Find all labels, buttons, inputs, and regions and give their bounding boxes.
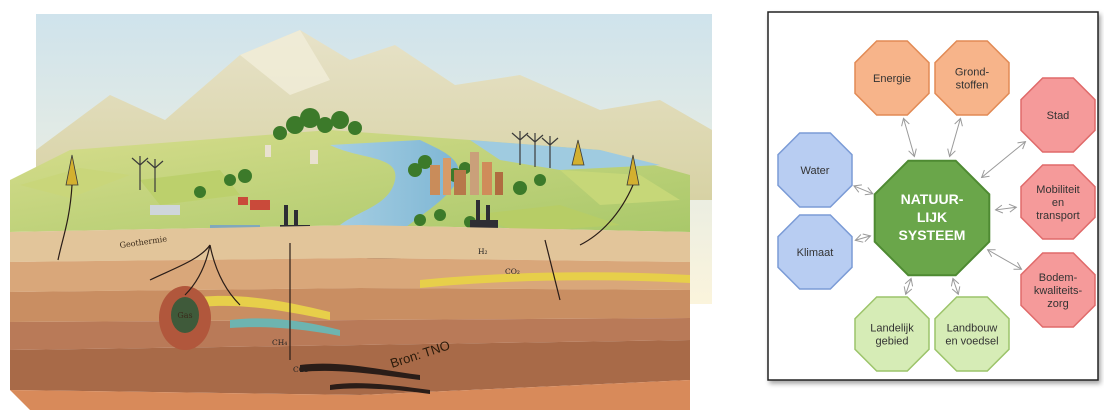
arrow-landelijk [905,278,912,295]
arrowhead-landbouw [950,277,960,287]
arrowhead-energie [901,117,910,127]
arrow-grondstoffen [949,118,961,157]
geology-block-diagram: Gas Geothermie CO₂ H₂ CH₄ CO₂ Bron: TNO [10,14,712,410]
arrow-stad [981,141,1026,178]
node-label-bodemkwaliteitszorg-1: kwaliteits- [1034,285,1083,297]
node-label-grondstoffen-1: stoffen [956,80,989,92]
node-label-water-0: Water [801,165,830,177]
center-node: NATUUR- LIJK SYSTEEM [873,159,991,277]
node-bodemkwaliteitszorg: Bodem-kwaliteits-zorg [1020,252,1096,328]
node-label-energie-0: Energie [873,73,911,85]
arrowhead-bodemkwaliteitszorg [1013,261,1023,270]
octagon-energie [854,40,930,116]
node-label-bodemkwaliteitszorg-0: Bodem- [1039,272,1078,284]
arrow-klimaat [855,235,871,241]
gas-label: Gas [177,311,192,320]
node-klimaat: Klimaat [777,214,853,290]
arrowhead-water [852,184,862,193]
sea [470,140,660,170]
octagon-stad [1020,77,1096,153]
arrowhead-water [864,187,874,196]
arrowhead-klimaat [854,234,864,243]
node-stad: Stad [1020,77,1096,153]
co2-label-bottom: CO₂ [293,365,308,374]
wind-turbine-icons [131,131,559,192]
node-grondstoffen: Grond-stoffen [934,40,1010,116]
node-label-landelijk-0: Landelijk [870,323,914,335]
arrow-mobiliteit [995,206,1017,211]
connector-arrows [852,117,1027,296]
subsurface-layers [10,225,690,410]
city-buildings [265,145,503,195]
arrowhead-grondstoffen [947,148,956,158]
drilling-rig-icons [65,139,640,186]
arrowhead-landelijk [903,286,913,296]
node-water: Water [777,132,853,208]
octagon-landbouw [934,296,1010,372]
node-label-landelijk-1: gebied [875,336,908,348]
node-label-mobiliteit-1: en [1052,197,1064,209]
octagon-bodemkwaliteitszorg [1020,252,1096,328]
arrow-energie [903,118,915,157]
arrow-landbouw [952,278,959,295]
octagon-water [777,132,853,208]
octagon-klimaat [777,214,853,290]
node-label-landbouw-1: en voedsel [945,336,998,348]
node-label-klimaat-0: Klimaat [797,247,834,259]
center-label-line3: SYSTEEM [899,227,966,243]
octagon-mobiliteit [1020,164,1096,240]
octagon-grondstoffen [934,40,1010,116]
well-bores [57,184,634,360]
gas-reservoir: Gas [159,286,211,350]
octagon-landelijk [854,296,930,372]
node-label-mobiliteit-2: transport [1036,210,1079,222]
node-energie: Energie [854,40,930,116]
arrowhead-landelijk [904,277,914,287]
node-label-mobiliteit-0: Mobiliteit [1036,184,1079,196]
arrow-water [853,185,873,195]
ch4-label: CH₄ [272,338,287,347]
arrowhead-landbouw [951,286,961,296]
arrowhead-grondstoffen [954,117,963,127]
node-label-stad-0: Stad [1047,110,1070,122]
node-octagons: Energie Grond-stoffenStadMobiliteitentran… [777,40,1096,372]
center-label-line1: NATUUR- [901,191,964,207]
arrowhead-stad [980,169,990,179]
arrowhead-energie [908,148,917,158]
arrowhead-mobiliteit [1008,203,1018,213]
arrow-bodemkwaliteitszorg [987,249,1022,270]
node-label-bodemkwaliteitszorg-2: zorg [1047,298,1068,310]
node-label-landbouw-0: Landbouw [947,323,998,335]
center-label-line2: LIJK [917,209,947,225]
arrowhead-klimaat [862,233,872,243]
natural-system-diagram: Energie Grond-stoffenStadMobiliteitentran… [767,11,1099,381]
center-octagon [873,159,991,277]
h2-label: H₂ [478,247,488,256]
co2-label-right: CO₂ [505,267,520,276]
arrowhead-bodemkwaliteitszorg [986,249,996,257]
arrowhead-stad [1017,140,1027,150]
arrowhead-mobiliteit [994,204,1004,214]
node-label-grondstoffen-0: Grond- [955,67,990,79]
